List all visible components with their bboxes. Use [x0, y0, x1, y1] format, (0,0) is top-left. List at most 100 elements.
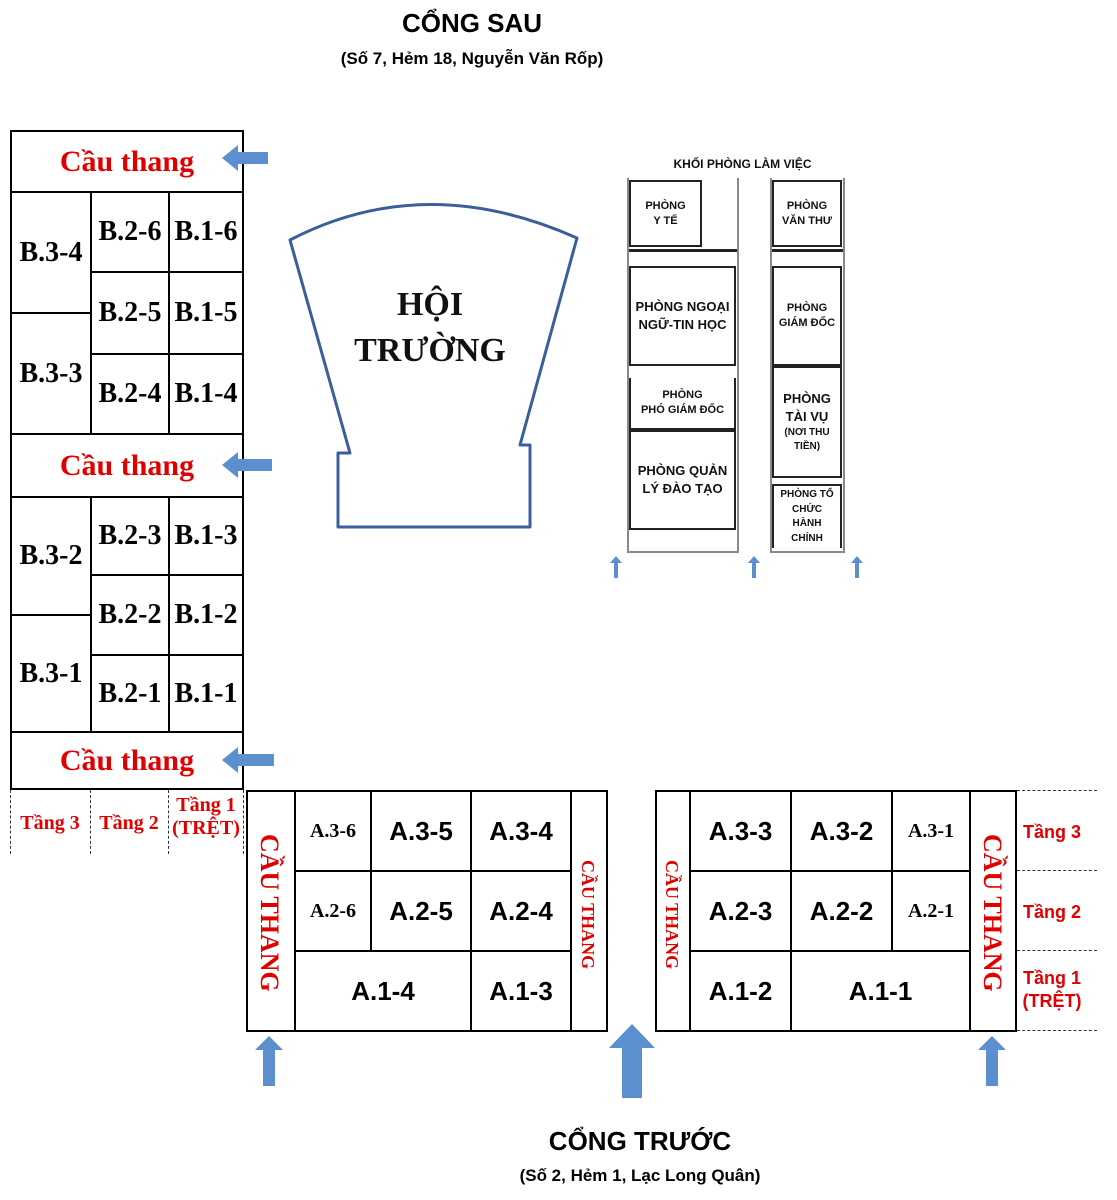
- room-label: A.1-1: [848, 975, 913, 1006]
- hall-outline: [288, 203, 579, 529]
- stair-label: Cầu thang: [59, 144, 195, 178]
- entrance-arrow-left-icon: [222, 747, 274, 773]
- stair-label: CẦU THANG: [578, 860, 598, 970]
- building-b-floor-1-label: Tầng 1 (TRỆT): [172, 794, 240, 839]
- building-b-floor-3-label: Tầng 3: [20, 812, 80, 834]
- entrance-arrow-up-icon: [255, 1036, 283, 1086]
- room-b23: B.2-3: [90, 496, 170, 576]
- floor-divider: [90, 790, 91, 854]
- room-a11: A.1-1: [790, 950, 971, 1032]
- entrance-arrow-up-icon: [978, 1036, 1006, 1086]
- room-a31: A.3-1: [891, 790, 971, 872]
- room-label: B.1-2: [174, 599, 238, 630]
- room-label: B.2-1: [98, 677, 162, 709]
- room-label: A.1-2: [708, 975, 773, 1006]
- stair-label: CẦU THANG: [662, 860, 682, 970]
- building-b-stair-middle: Cầu thang: [10, 433, 244, 498]
- office-wall: [843, 178, 845, 553]
- room-quan-ly-dao-tao: PHÒNG QUẢN LÝ ĐÀO TẠO: [629, 430, 736, 530]
- office-wall: [770, 178, 772, 553]
- room-b24: B.2-4: [90, 353, 170, 435]
- building-b-stair-top: Cầu thang: [10, 130, 244, 193]
- office-wall: [772, 551, 843, 553]
- room-label: A.2-4: [489, 895, 553, 926]
- room-label: B.3-4: [19, 236, 83, 268]
- room-y-te: PHÒNG Y TẾ: [629, 180, 702, 247]
- front-gate-address: (Số 2, Hẻm 1, Lạc Long Quân): [519, 1166, 761, 1185]
- room-b11: B.1-1: [168, 654, 244, 733]
- room-a14: A.1-4: [294, 950, 472, 1032]
- room-a25: A.2-5: [370, 870, 472, 952]
- room-a35: A.3-5: [370, 790, 472, 872]
- office-wall: [629, 551, 737, 553]
- stair-label: CẦU THANG: [255, 834, 284, 992]
- room-tai-vu: PHÒNG TÀI VỤ (NƠI THU TIỀN): [772, 366, 842, 478]
- room-label: A.2-1: [907, 899, 955, 922]
- room-label: A.3-3: [708, 815, 773, 846]
- main-entrance-arrow-icon: [609, 1024, 655, 1098]
- room-tai-vu-label: PHÒNG TÀI VỤ: [783, 391, 831, 424]
- room-tai-vu-note: (NƠI THU TIỀN): [784, 426, 830, 452]
- back-gate-address: (Số 7, Hẻm 18, Nguyễn Văn Rốp): [340, 49, 604, 68]
- room-label: B.1-3: [174, 520, 238, 551]
- room-pho-giam-doc: PHÒNG PHÓ GIÁM ĐỐC: [629, 378, 736, 430]
- room-b34: B.3-4: [10, 191, 92, 314]
- stair-label: Cầu thang: [59, 743, 195, 777]
- entrance-arrow-left-icon: [222, 452, 272, 478]
- room-b16: B.1-6: [168, 191, 244, 273]
- room-label: B.2-2: [98, 599, 162, 630]
- room-label: A.1-3: [489, 975, 553, 1006]
- room-label: B.1-1: [174, 677, 238, 709]
- building-b-floor-dividers: [10, 790, 244, 854]
- room-b32: B.3-2: [10, 496, 92, 616]
- room-a24: A.2-4: [470, 870, 572, 952]
- room-giam-doc: PHÒNG GIÁM ĐỐC: [772, 266, 842, 366]
- room-label: A.2-3: [708, 895, 773, 926]
- entrance-arrow-up-icon: [610, 556, 622, 578]
- room-van-thu: PHÒNG VĂN THƯ: [772, 180, 842, 247]
- floor-divider: [1017, 950, 1097, 951]
- office-wall: [737, 178, 739, 553]
- room-ngoai-ngu-tin-hoc: PHÒNG NGOẠI NGỮ-TIN HỌC: [629, 266, 736, 366]
- room-label: B.2-4: [98, 378, 162, 409]
- floor-divider: [1017, 870, 1097, 871]
- back-gate-title: CỔNG SAU: [401, 8, 543, 38]
- room-a22: A.2-2: [790, 870, 893, 952]
- room-label: A.2-2: [809, 895, 874, 926]
- building-a-floor-1-label: Tầng 1 (TRỆT): [1022, 968, 1082, 1011]
- entrance-arrow-up-icon: [748, 556, 760, 578]
- building-a-right: CẦU THANG A.3-3 A.3-2 A.3-1 A.2-3 A.2-2 …: [655, 790, 1017, 1032]
- front-gate-title: CỔNG TRƯỚC: [548, 1126, 732, 1156]
- floor-divider: [1017, 790, 1097, 791]
- building-a-floor-2-label: Tầng 2: [1022, 902, 1081, 922]
- room-label: A.3-5: [389, 815, 453, 846]
- room-b15: B.1-5: [168, 271, 244, 355]
- room-b26: B.2-6: [90, 191, 170, 273]
- room-a34: A.3-4: [470, 790, 572, 872]
- room-a21: A.2-1: [891, 870, 971, 952]
- room-label: B.2-6: [98, 216, 162, 247]
- room-a33: A.3-3: [689, 790, 792, 872]
- room-label: A.3-2: [809, 815, 874, 846]
- room-b21: B.2-1: [90, 654, 170, 733]
- hall-label: HỘI TRƯỜNG: [354, 286, 506, 369]
- room-label: B.3-3: [19, 357, 83, 389]
- room-b12: B.1-2: [168, 574, 244, 656]
- room-label: B.3-2: [19, 540, 83, 571]
- room-b25: B.2-5: [90, 271, 170, 355]
- office-wall: [629, 249, 737, 252]
- stair-label: CẦU THANG: [978, 834, 1007, 992]
- room-label: B.2-3: [98, 520, 162, 551]
- office-wall: [772, 249, 843, 252]
- room-b31: B.3-1: [10, 614, 92, 733]
- building-b-floor-2-label: Tầng 2: [99, 812, 159, 834]
- room-a26: A.2-6: [294, 870, 372, 952]
- room-a32: A.3-2: [790, 790, 893, 872]
- room-label: B.1-6: [174, 216, 238, 247]
- room-a13: A.1-3: [470, 950, 572, 1032]
- office-wall: [627, 178, 629, 553]
- office-block-title: KHỐI PHÒNG LÀM VIỆC: [673, 157, 812, 171]
- building-a-left: CẦU THANG A.3-6 A.3-5 A.3-4 A.2-6 A.2-5 …: [246, 790, 608, 1032]
- entrance-arrow-up-icon: [851, 556, 863, 578]
- building-a-floor-3-label: Tầng 3: [1022, 822, 1081, 842]
